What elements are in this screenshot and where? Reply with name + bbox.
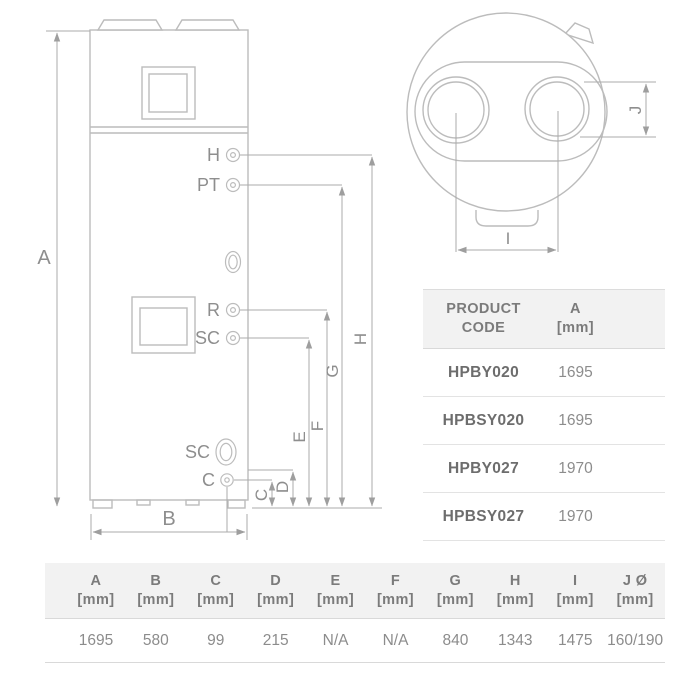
product-code-header-line2: CODE [461,320,506,336]
top-view-dimensions [455,81,656,254]
dim-i-label: I [506,229,511,248]
dim-j-label: J [626,106,645,115]
dim-a-label: A [37,247,51,269]
dim-c-label: C [252,489,271,501]
lower-panel [131,296,196,354]
product-code: HPBY027 [447,459,520,477]
port-pt [225,177,241,193]
port-h [225,147,241,163]
a-column-header: A [mm] [544,300,607,338]
top-view-drawing [406,12,608,227]
port-c [220,473,234,487]
product-row: HPBY020 1695 [423,349,665,397]
dim-column-header: I[mm] [556,573,594,608]
dim-value: 1343 [498,631,533,649]
dim-column-header: F[mm] [376,573,414,608]
port-c-label: C [202,470,215,490]
port-h-label: H [207,145,220,165]
product-code-column-header: PRODUCT CODE [423,300,544,338]
duct-housing [414,61,608,162]
dimensions-table-values: 1695 580 99 215 N/A N/A 840 1343 1475 16… [45,619,665,663]
port-sc-upper [225,330,241,346]
technical-drawing: A B H PT R SC SC C C D E F G H [37,12,656,540]
product-row: HPBY027 1970 [423,445,665,493]
dim-g-label: G [323,364,342,377]
product-table: PRODUCT CODE A [mm] HPBY020 1695 HPBSY02… [423,289,665,541]
dim-column-header: A[mm] [77,573,115,608]
product-row: HPBSY027 1970 [423,493,665,541]
a-header-line1: A [570,301,581,317]
dim-h-label: H [351,333,370,345]
dim-value: 1695 [78,631,114,649]
duct-right [524,76,590,142]
product-a-value: 1695 [558,411,593,429]
product-row: HPBSY020 1695 [423,397,665,445]
dimensions-table: A[mm] B[mm] C[mm] D[mm] E[mm] F[mm] G[mm… [45,563,665,663]
port-sc-lower-label: SC [185,442,210,462]
product-code: HPBSY027 [442,507,525,525]
dim-column-header: B[mm] [137,573,175,608]
dim-column-header: G[mm] [436,573,474,608]
port-sc-lower [215,438,237,466]
port-pt-label: PT [197,175,220,195]
front-view-drawing [89,19,249,509]
dim-d-label: D [273,481,292,493]
product-a-value: 1695 [558,363,593,381]
product-a-value: 1970 [558,459,593,477]
product-code: HPBSY020 [442,411,525,429]
dim-value: N/A [382,631,409,649]
product-a-value: 1970 [558,507,593,525]
bottom-bracket [475,210,539,227]
top-vent-left [96,19,164,31]
port-r-label: R [207,300,220,320]
port-middle-oval [224,250,242,274]
dim-column-header: H[mm] [496,573,534,608]
dim-value: 99 [207,631,225,649]
port-sc-upper-label: SC [195,328,220,348]
tank-top-outline [406,12,606,212]
dim-value: 840 [442,631,469,649]
dim-value: 160/190 [607,631,664,649]
dim-f-label: F [308,421,327,431]
product-table-header: PRODUCT CODE A [mm] [423,289,665,349]
product-code-header-line1: PRODUCT [446,301,521,317]
dim-b-label: B [162,508,175,530]
dim-column-header: D[mm] [257,573,295,608]
dim-value: 215 [262,631,289,649]
top-vent-right [174,19,241,31]
dim-value: 580 [142,631,169,649]
tank-body [89,29,249,501]
top-view-clip-tab [563,22,595,45]
dim-column-header: C[mm] [197,573,235,608]
dim-column-header: J Ø[mm] [616,573,654,608]
dim-value: N/A [322,631,349,649]
feet [92,499,246,509]
front-view-dimensions [46,30,382,540]
dim-column-header: E[mm] [317,573,355,608]
dim-e-label: E [290,431,309,442]
product-code: HPBY020 [447,363,520,381]
dim-value: 1475 [557,631,593,649]
dimensions-table-header: A[mm] B[mm] C[mm] D[mm] E[mm] F[mm] G[mm… [45,563,665,619]
a-header-line2: [mm] [556,320,594,336]
upper-panel [141,66,196,120]
port-r [225,302,241,318]
